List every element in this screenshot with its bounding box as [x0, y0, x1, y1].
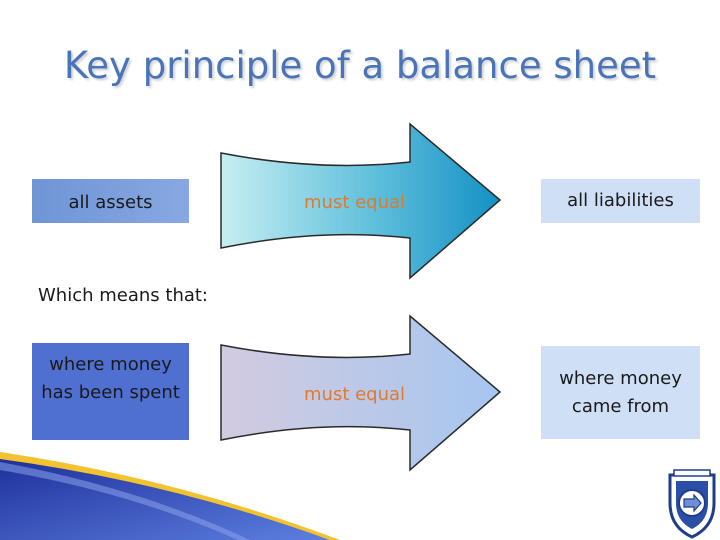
bottom-arrow-label: must equal	[304, 384, 406, 405]
liabilities-label: all liabilities	[567, 190, 674, 212]
assets-box: all assets	[32, 179, 189, 223]
top-equal-arrow	[220, 122, 502, 280]
which-means-text: Which means that:	[38, 285, 208, 306]
liabilities-box: all liabilities	[541, 179, 700, 223]
money-spent-line2: has been spent	[41, 381, 180, 403]
top-arrow-label: must equal	[304, 192, 406, 213]
slide-title: Key principle of a balance sheet	[63, 44, 657, 87]
crest-icon	[668, 469, 716, 539]
money-came-line1: where money	[559, 367, 682, 389]
money-came-box: where money came from	[541, 346, 700, 439]
money-spent-line1: where money	[49, 354, 172, 375]
money-spent-box: where money has been spent	[32, 343, 189, 440]
bottom-equal-arrow	[220, 314, 502, 472]
assets-label: all assets	[68, 192, 153, 213]
money-came-line2: came from	[571, 395, 670, 417]
